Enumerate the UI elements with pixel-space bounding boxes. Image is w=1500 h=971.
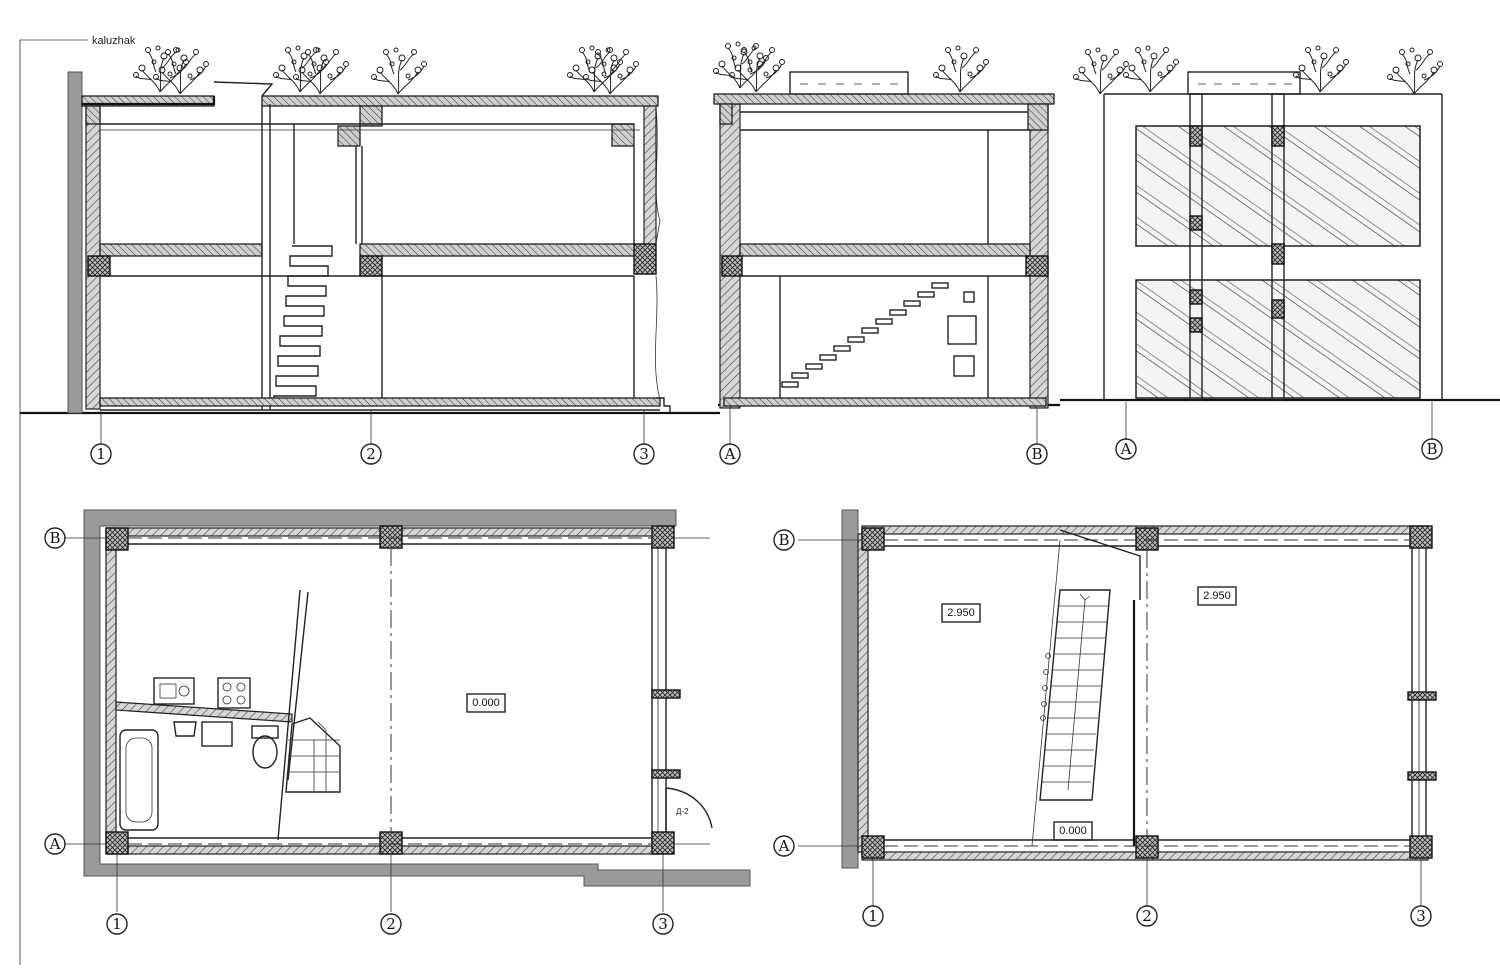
axis-label: A: [49, 835, 61, 853]
axis-1-bubble-section: [90, 443, 112, 465]
axis-3-bubble-plan2: [1410, 905, 1432, 927]
roof-shrubs-1: [133, 45, 639, 95]
axis-B-bubble-plan2: [773, 529, 795, 551]
author-label: kaluzhak: [92, 35, 136, 47]
axis-1-bubble-plan2: [862, 905, 884, 927]
axis-B-bubble-elevation: [1421, 438, 1443, 460]
axis-label: 1: [96, 445, 106, 463]
axis-label: A: [1120, 440, 1132, 458]
axis-B-bubble-plan1: [44, 527, 66, 549]
level-tag-stair: 0.000: [1059, 825, 1087, 837]
axis-label: B: [1426, 440, 1437, 458]
plan-ground-floor: [64, 509, 751, 912]
plan-stair-ground: [285, 717, 341, 793]
axis-A-bubble-section: [719, 443, 741, 465]
axis-label: B: [49, 529, 60, 547]
axis-label: B: [778, 531, 789, 549]
axis-label: 2: [1142, 907, 1152, 925]
door-tag: Д-2: [676, 807, 689, 816]
plan-first-floor: [798, 509, 1437, 906]
axis-label: 2: [366, 445, 376, 463]
level-tags: 0.000 2.950 2.950 0.000: [466, 586, 1237, 841]
roof-shrubs-2: [713, 41, 989, 93]
level-tag-ground: 0.000: [472, 697, 500, 709]
axis-label: 3: [1416, 907, 1426, 925]
axis-label: 1: [112, 915, 122, 933]
axis-label: A: [724, 445, 736, 463]
elevation-facade: [1060, 71, 1500, 402]
level-tag-first-left: 2.950: [947, 607, 975, 619]
level-tag-first-right: 2.950: [1203, 590, 1231, 602]
axis-3-bubble-section: [633, 443, 655, 465]
roof-shrubs-3: [1073, 45, 1443, 95]
floating-stair: [781, 282, 949, 388]
author-leader: [19, 39, 88, 965]
plan-stair-first: [1039, 589, 1111, 801]
axis-2-bubble-section: [360, 443, 382, 465]
axis-label: A: [778, 837, 790, 855]
axis-bubbles: [44, 402, 1443, 935]
axis-2-bubble-plan1: [380, 913, 402, 935]
axis-A-bubble-plan1: [44, 833, 66, 855]
axis-labels: 1 2 3 A B A B B A 1 2 3 B A 1 2 3: [49, 440, 1438, 933]
axis-2-bubble-plan2: [1136, 905, 1158, 927]
axis-label: 2: [386, 915, 396, 933]
axis-1-bubble-plan1: [106, 913, 128, 935]
axis-3-bubble-plan1: [652, 913, 674, 935]
axis-A-bubble-plan2: [773, 835, 795, 857]
axis-label: 3: [658, 915, 668, 933]
axis-B-bubble-section: [1026, 443, 1048, 465]
section-stair: [273, 245, 333, 400]
axis-label: 1: [868, 907, 878, 925]
axis-A-bubble-elevation: [1115, 438, 1137, 460]
axis-label: B: [1031, 445, 1042, 463]
axis-label: 3: [639, 445, 649, 463]
section-1-3: [20, 71, 720, 415]
section-A-B: [713, 71, 1060, 409]
